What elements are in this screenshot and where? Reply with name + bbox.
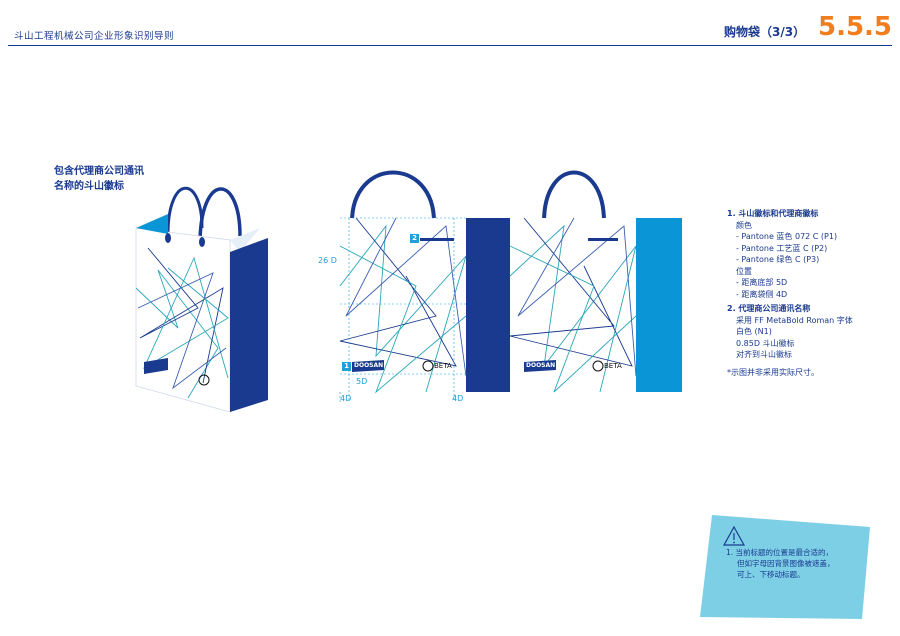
bag-3d-side-face <box>230 238 268 412</box>
spec-2-line-3: 0.85D 斗山徽标 <box>736 338 795 348</box>
spec-1-title: 1. 斗山徽标和代理商徽标 <box>727 209 819 218</box>
flat-back-dealer-name <box>588 238 618 241</box>
bag-flat-back-diagram <box>509 170 682 393</box>
flat-back-doosan-logo <box>524 360 556 372</box>
flat-back-beta-logo <box>592 360 604 372</box>
flat-back-side-panel <box>636 218 682 392</box>
flat-front-doosan-text: DOOSAN <box>354 362 384 369</box>
spec-color-2: - Pantone 工艺蓝 C (P2) <box>736 243 828 253</box>
dimension-guides <box>339 217 466 402</box>
flat-front-dealer-name <box>420 238 454 241</box>
spec-position-label: 位置 <box>736 266 752 276</box>
flat-front-pattern <box>339 217 467 394</box>
spec-color-3: - Pantone 绿色 C (P3) <box>736 255 820 264</box>
dimension-5d: 5D <box>356 377 368 386</box>
spec-position-2: - 距离袋侧 4D <box>736 289 788 299</box>
note-box-background <box>700 515 870 619</box>
bag-3d-side-fold <box>230 228 260 252</box>
bag-3d-handle-back <box>166 186 204 235</box>
bag-3d-handle-front <box>198 187 242 245</box>
callout-tag-1: 1 <box>342 362 351 371</box>
bag-3d-beta-logo <box>198 374 210 386</box>
spec-2-title: 2. 代理商公司通讯名称 <box>727 304 811 313</box>
bag-3d-pattern <box>135 247 229 399</box>
note-line-1: 1. 当前标题的位置是最合适的， <box>726 548 834 557</box>
note-box <box>700 515 870 619</box>
flat-front-handle <box>350 170 436 223</box>
dimension-26d: 26 D <box>318 256 337 265</box>
spec-2-line-1: 采用 FF MetaBold Roman 字体 <box>736 315 853 325</box>
bag-3d-rivet <box>199 237 205 247</box>
flat-back-pattern <box>509 217 637 393</box>
flat-front-doosan-logo <box>352 360 384 372</box>
flat-back-handle <box>542 170 606 223</box>
page-title: 购物袋（3/3） <box>724 25 806 39</box>
note-line-2: 但如字母因背景图像被遮盖， <box>737 559 835 568</box>
flat-back-beta-text: BETA <box>604 362 622 370</box>
dimension-4d-right: 4D <box>452 394 464 403</box>
spec-panel: 1. 斗山徽标和代理商徽标 颜色 - Pantone 蓝色 072 C (P1)… <box>727 208 897 378</box>
bag-3d-top-fold <box>136 214 168 234</box>
document-title: 斗山工程机械公司企业形象识别导则 <box>14 31 175 42</box>
section-number: 5.5.5 <box>818 12 893 42</box>
spec-2-line-2: 白色 (N1) <box>736 327 772 336</box>
callout-tag-2: 2 <box>410 234 419 243</box>
flat-front-beta-text: BETA <box>434 362 452 370</box>
note-text: 1. 当前标题的位置是最合适的， 但如字母因背景图像被遮盖， 可上、下移动标题。 <box>726 547 876 580</box>
spec-color-1: - Pantone 蓝色 072 C (P1) <box>736 232 838 241</box>
flat-back-doosan-text: DOOSAN <box>526 362 556 369</box>
bag-3d-doosan-logo <box>144 358 168 374</box>
note-line-3: 可上、下移动标题。 <box>737 570 805 579</box>
header-divider <box>8 45 892 46</box>
dimension-4d-left: 4D <box>340 394 352 403</box>
spec-color-label: 颜色 <box>736 220 752 230</box>
spec-2-line-4: 对齐到斗山徽标 <box>736 350 792 359</box>
caption: 包含代理商公司通讯 名称的斗山徽标 <box>54 164 174 194</box>
caption-line-2: 名称的斗山徽标 <box>54 181 124 192</box>
flat-front-beta-logo <box>422 360 434 372</box>
warning-icon <box>722 525 746 546</box>
caption-line-1: 包含代理商公司通讯 <box>54 166 144 177</box>
bag-3d-illustration <box>135 186 268 413</box>
spec-position-1: - 距离底部 5D <box>736 278 788 287</box>
bag-flat-front-diagram <box>339 170 512 402</box>
bag-3d-rivet <box>165 233 171 243</box>
spec-footnote: *示图并非采用实际尺寸。 <box>727 367 819 377</box>
flat-front-side-panel <box>466 218 512 392</box>
